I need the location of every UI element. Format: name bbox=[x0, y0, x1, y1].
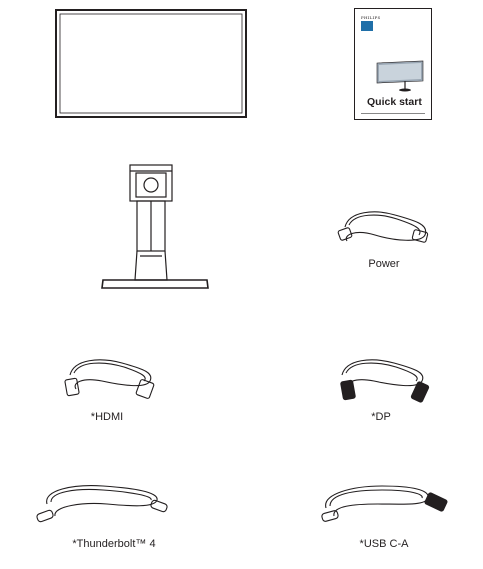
monitor-illustration bbox=[55, 9, 247, 118]
monitor-drawing bbox=[55, 9, 247, 118]
power-cable-icon bbox=[337, 211, 429, 243]
hdmi-label: *HDMI bbox=[90, 411, 124, 423]
dp-cable bbox=[332, 355, 432, 410]
dp-cable-icon bbox=[340, 359, 430, 403]
thunderbolt-label: *Thunderbolt™ 4 bbox=[72, 538, 156, 550]
thunderbolt-cable-icon bbox=[36, 485, 168, 523]
power-cable bbox=[335, 205, 435, 255]
quick-start-brand: PHILIPS bbox=[361, 15, 381, 20]
usb-c-a-cable-icon bbox=[321, 485, 448, 522]
hdmi-cable bbox=[60, 355, 160, 405]
quick-start-monitor-icon bbox=[376, 60, 424, 92]
power-label: Power bbox=[368, 258, 400, 270]
thunderbolt-cable bbox=[33, 478, 173, 533]
quick-start-brand-band bbox=[361, 21, 373, 31]
quick-start-monitor-thumbnail bbox=[375, 59, 425, 92]
dp-label: *DP bbox=[371, 411, 391, 423]
quick-start-footer-rule bbox=[361, 113, 425, 114]
hdmi-cable-icon bbox=[64, 359, 155, 399]
usb-c-a-cable bbox=[318, 478, 453, 533]
stand-illustration bbox=[100, 164, 210, 294]
quick-start-title: Quick start bbox=[367, 96, 422, 108]
quick-start-leaflet: PHILIPS Quick start bbox=[354, 8, 432, 120]
stand-drawing bbox=[101, 164, 209, 289]
usb-c-a-label: *USB C-A bbox=[359, 538, 409, 550]
